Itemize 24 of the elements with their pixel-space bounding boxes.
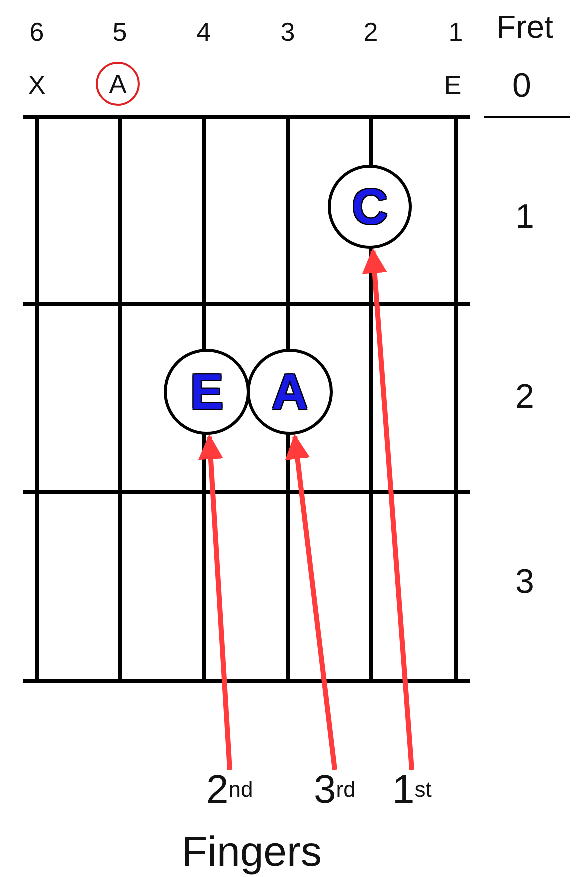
arrow bbox=[198, 434, 232, 770]
finger-position-dot: E bbox=[164, 349, 250, 435]
fret-number: 1 bbox=[516, 200, 534, 234]
finger-label: 3$^{rd}$ bbox=[314, 770, 356, 810]
fingers-caption: Fingers bbox=[182, 831, 322, 873]
finger-label: 2$^{nd}$ bbox=[206, 770, 254, 810]
finger-label: 1$^{st}$ bbox=[392, 770, 432, 810]
string-number: 6 bbox=[30, 19, 44, 45]
fret-number: 0 bbox=[512, 69, 532, 103]
finger-position-dot: A bbox=[247, 349, 333, 435]
open-string-marker: A bbox=[96, 62, 140, 106]
string-number: 2 bbox=[364, 19, 378, 45]
string-number: 3 bbox=[280, 19, 296, 45]
string-number: 5 bbox=[112, 19, 128, 45]
open-string-note: E bbox=[444, 72, 462, 98]
muted-string-mark: X bbox=[28, 72, 46, 98]
string-number: 4 bbox=[196, 19, 212, 45]
string-number: 1 bbox=[448, 19, 464, 45]
fret-number: 2 bbox=[516, 380, 534, 414]
finger-position-dot: C bbox=[328, 165, 412, 249]
fret-number: 3 bbox=[516, 565, 534, 599]
arrow bbox=[285, 434, 338, 770]
arrow bbox=[362, 248, 414, 770]
fret-heading: Fret bbox=[496, 11, 554, 43]
